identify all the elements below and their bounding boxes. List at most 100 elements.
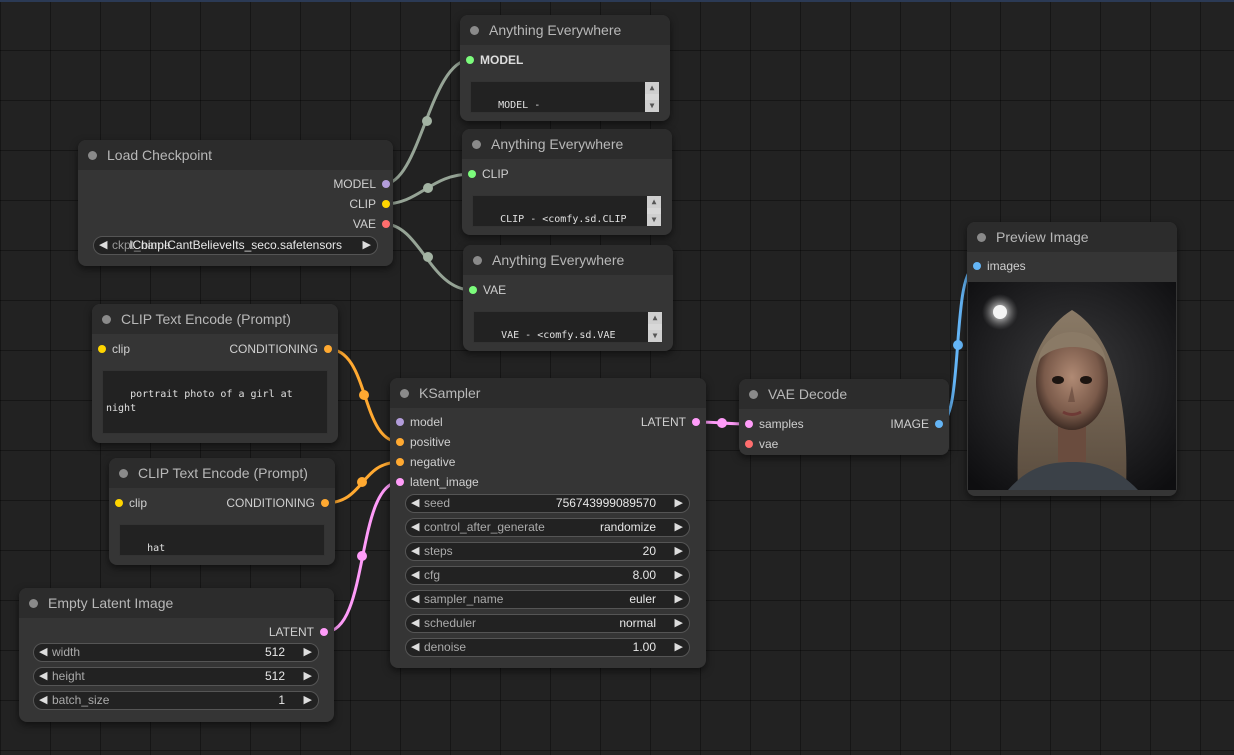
steps-widget[interactable]: ◀ steps 20 ▶ (405, 542, 690, 561)
display-text-area[interactable]: CLIP - <comfy.sd.CLIP object at ▲▼ (472, 195, 662, 227)
anything-everywhere-clip-node[interactable]: Anything Everywhere CLIP CLIP - <comfy.s… (462, 129, 672, 235)
input-positive[interactable]: positive (396, 434, 451, 450)
node-title[interactable]: KSampler (390, 378, 706, 408)
clip-text-encode-negative-node[interactable]: CLIP Text Encode (Prompt) clip CONDITION… (109, 458, 335, 565)
arrow-left-icon[interactable]: ◀ (411, 569, 420, 581)
height-widget[interactable]: ◀ height 512 ▶ (33, 667, 319, 686)
input-negative[interactable]: negative (396, 454, 455, 470)
arrow-left-icon[interactable]: ◀ (99, 239, 108, 251)
arrow-left-icon[interactable]: ◀ (411, 497, 420, 509)
node-title[interactable]: CLIP Text Encode (Prompt) (92, 304, 338, 334)
anything-everywhere-model-node[interactable]: Anything Everywhere MODEL MODEL - <comfy… (460, 15, 670, 121)
scroll-up-icon[interactable]: ▲ (645, 82, 659, 94)
scroll-up-icon[interactable]: ▲ (648, 312, 662, 324)
port-dot-icon[interactable] (321, 499, 329, 507)
scroll-down-icon[interactable]: ▼ (647, 214, 661, 226)
port-dot-icon[interactable] (382, 200, 390, 208)
input-vae[interactable]: vae (745, 436, 778, 452)
arrow-left-icon[interactable]: ◀ (411, 641, 420, 653)
output-latent[interactable]: LATENT (641, 414, 700, 430)
arrow-right-icon[interactable]: ▶ (674, 569, 683, 581)
display-text-area[interactable]: MODEL - <comfy.model_patcher.Mode ▲▼ (470, 81, 660, 113)
seed-widget[interactable]: ◀ seed 756743999089570 ▶ (405, 494, 690, 513)
output-image[interactable]: IMAGE (890, 416, 943, 432)
display-text-area[interactable]: VAE - <comfy.sd.VAE object at ▲▼ (473, 311, 663, 343)
port-dot-icon[interactable] (382, 220, 390, 228)
control-after-generate-widget[interactable]: ◀ control_after_generate randomize ▶ (405, 518, 690, 537)
denoise-widget[interactable]: ◀ denoise 1.00 ▶ (405, 638, 690, 657)
port-dot-icon[interactable] (745, 440, 753, 448)
input-vae[interactable]: VAE (469, 282, 506, 298)
scroll-down-icon[interactable]: ▼ (648, 330, 662, 342)
prompt-textarea[interactable]: hat (119, 524, 325, 556)
vae-decode-node[interactable]: VAE Decode samples vae IMAGE (739, 379, 949, 455)
prompt-textarea[interactable]: portrait photo of a girl at night (102, 370, 328, 434)
node-title[interactable]: Anything Everywhere (463, 245, 673, 275)
collapse-dot-icon[interactable] (473, 256, 482, 265)
input-clip[interactable]: clip (115, 495, 147, 511)
node-title[interactable]: Load Checkpoint (78, 140, 393, 170)
output-model[interactable]: MODEL (333, 176, 390, 192)
arrow-left-icon[interactable]: ◀ (411, 593, 420, 605)
port-dot-icon[interactable] (324, 345, 332, 353)
arrow-right-icon[interactable]: ▶ (303, 694, 312, 706)
scrollbar[interactable]: ▲▼ (648, 312, 662, 342)
collapse-dot-icon[interactable] (400, 389, 409, 398)
port-dot-icon[interactable] (98, 345, 106, 353)
collapse-dot-icon[interactable] (749, 390, 758, 399)
ksampler-node[interactable]: KSampler model positive negative latent_… (390, 378, 706, 668)
port-dot-icon[interactable] (466, 56, 474, 64)
anything-everywhere-vae-node[interactable]: Anything Everywhere VAE VAE - <comfy.sd.… (463, 245, 673, 351)
port-dot-icon[interactable] (973, 262, 981, 270)
arrow-right-icon[interactable]: ▶ (674, 617, 683, 629)
port-dot-icon[interactable] (396, 478, 404, 486)
arrow-right-icon[interactable]: ▶ (303, 646, 312, 658)
node-title[interactable]: Preview Image (967, 222, 1177, 252)
collapse-dot-icon[interactable] (470, 26, 479, 35)
collapse-dot-icon[interactable] (102, 315, 111, 324)
arrow-right-icon[interactable]: ▶ (674, 521, 683, 533)
ckpt-name-combo[interactable]: ◀ ckpt_name ICbinpICantBelieveIts_seco.s… (93, 236, 378, 255)
collapse-dot-icon[interactable] (119, 469, 128, 478)
port-dot-icon[interactable] (115, 499, 123, 507)
node-title[interactable]: CLIP Text Encode (Prompt) (109, 458, 335, 488)
output-latent[interactable]: LATENT (269, 624, 328, 640)
output-vae[interactable]: VAE (353, 216, 390, 232)
arrow-right-icon[interactable]: ▶ (303, 670, 312, 682)
arrow-right-icon[interactable]: ▶ (362, 239, 371, 251)
node-title[interactable]: VAE Decode (739, 379, 949, 409)
collapse-dot-icon[interactable] (29, 599, 38, 608)
port-dot-icon[interactable] (320, 628, 328, 636)
scheduler-widget[interactable]: ◀ scheduler normal ▶ (405, 614, 690, 633)
input-clip[interactable]: clip (98, 341, 130, 357)
port-dot-icon[interactable] (396, 418, 404, 426)
node-title[interactable]: Empty Latent Image (19, 588, 334, 618)
load-checkpoint-node[interactable]: Load Checkpoint MODEL CLIP VAE ◀ ckpt_na… (78, 140, 393, 266)
output-conditioning[interactable]: CONDITIONING (229, 341, 332, 357)
node-title[interactable]: Anything Everywhere (462, 129, 672, 159)
input-images[interactable]: images (973, 258, 1026, 274)
cfg-widget[interactable]: ◀ cfg 8.00 ▶ (405, 566, 690, 585)
port-dot-icon[interactable] (396, 458, 404, 466)
input-clip[interactable]: CLIP (468, 166, 509, 182)
arrow-right-icon[interactable]: ▶ (674, 497, 683, 509)
input-model[interactable]: MODEL (466, 52, 523, 68)
arrow-left-icon[interactable]: ◀ (411, 617, 420, 629)
port-dot-icon[interactable] (382, 180, 390, 188)
input-latent-image[interactable]: latent_image (396, 474, 479, 490)
output-conditioning[interactable]: CONDITIONING (226, 495, 329, 511)
port-dot-icon[interactable] (469, 286, 477, 294)
input-samples[interactable]: samples (745, 416, 804, 432)
node-title[interactable]: Anything Everywhere (460, 15, 670, 45)
port-dot-icon[interactable] (692, 418, 700, 426)
empty-latent-image-node[interactable]: Empty Latent Image LATENT ◀ width 512 ▶ … (19, 588, 334, 722)
scrollbar[interactable]: ▲▼ (647, 196, 661, 226)
clip-text-encode-positive-node[interactable]: CLIP Text Encode (Prompt) clip CONDITION… (92, 304, 338, 443)
output-clip[interactable]: CLIP (349, 196, 390, 212)
arrow-left-icon[interactable]: ◀ (39, 670, 48, 682)
scrollbar[interactable]: ▲▼ (645, 82, 659, 112)
preview-image[interactable] (968, 282, 1176, 490)
width-widget[interactable]: ◀ width 512 ▶ (33, 643, 319, 662)
scroll-up-icon[interactable]: ▲ (647, 196, 661, 208)
batch-size-widget[interactable]: ◀ batch_size 1 ▶ (33, 691, 319, 710)
